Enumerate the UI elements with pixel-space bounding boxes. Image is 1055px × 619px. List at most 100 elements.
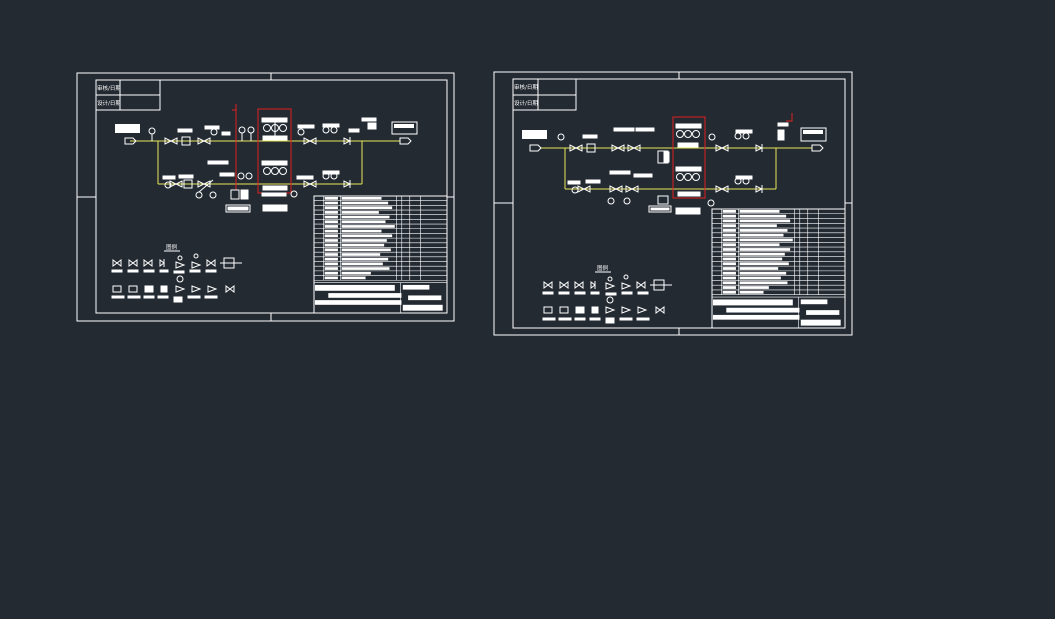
legend-block: 图例 bbox=[111, 243, 242, 303]
table-cell-text bbox=[324, 262, 338, 266]
drawing-sheet-2[interactable]: 审核/日期 设计/日期 bbox=[493, 71, 853, 336]
table-cell-text bbox=[324, 201, 338, 205]
table-cell-text bbox=[722, 224, 736, 228]
table-cell-text bbox=[739, 286, 769, 289]
outlet-label-text bbox=[803, 130, 823, 134]
inlet-arrow-icon bbox=[124, 137, 137, 145]
table-cell-text bbox=[722, 252, 736, 256]
title-block-text bbox=[315, 284, 395, 291]
table-cell-text bbox=[341, 243, 385, 247]
table-cell-text bbox=[739, 238, 793, 242]
table-cell-text bbox=[341, 206, 393, 210]
table-cell-text bbox=[324, 220, 338, 224]
table-cell-text bbox=[722, 262, 736, 266]
table-cell-text bbox=[722, 286, 736, 289]
table-cell-text bbox=[722, 276, 736, 280]
table-cell-text bbox=[722, 233, 736, 237]
metering-section-highlight bbox=[672, 116, 706, 199]
table-cell-text bbox=[324, 271, 338, 275]
inlet-arrow-icon bbox=[529, 144, 542, 152]
red-marker bbox=[786, 113, 793, 122]
table-cell-text bbox=[341, 276, 366, 280]
legend-title: 图例 bbox=[166, 243, 178, 251]
table-cell-text bbox=[739, 252, 785, 256]
table-cell-text bbox=[324, 229, 338, 233]
table-cell-text bbox=[739, 243, 780, 247]
inlet-label-box bbox=[522, 130, 547, 139]
table-cell-text bbox=[324, 276, 338, 280]
table-cell-text bbox=[739, 276, 781, 280]
table-cell-text bbox=[324, 243, 338, 247]
table-cell-text bbox=[722, 257, 736, 261]
approval-cell-review: 审核/日期 bbox=[97, 84, 121, 92]
table-cell-text bbox=[739, 210, 780, 213]
table-cell-text bbox=[739, 271, 787, 275]
table-cell-text bbox=[739, 262, 789, 266]
approval-block: 审核/日期 设计/日期 bbox=[512, 78, 577, 111]
title-block-text bbox=[328, 293, 402, 298]
table-cell-text bbox=[324, 215, 338, 219]
approval-cell-design: 设计/日期 bbox=[97, 99, 121, 107]
table-cell-text bbox=[341, 211, 379, 214]
table-cell-text bbox=[739, 257, 783, 261]
table-cell-text bbox=[739, 214, 787, 218]
table-cell-text bbox=[722, 214, 736, 218]
approval-cell-review: 审核/日期 bbox=[514, 83, 538, 91]
outlet-arrow-icon bbox=[811, 144, 824, 152]
title-block-text bbox=[402, 304, 443, 311]
table-cell-text bbox=[739, 281, 788, 285]
equipment-schedule-table bbox=[313, 195, 448, 314]
table-cell-text bbox=[341, 229, 382, 233]
table-cell-text bbox=[722, 229, 736, 232]
table-cell-text bbox=[739, 290, 764, 294]
table-cell-text bbox=[739, 233, 784, 237]
table-cell-text bbox=[324, 197, 338, 200]
table-cell-text bbox=[324, 206, 338, 210]
title-block-text bbox=[713, 299, 793, 306]
table-cell-text bbox=[739, 224, 777, 228]
title-block-text bbox=[315, 300, 402, 305]
sheet-inner-border bbox=[512, 78, 846, 329]
legend-title: 图例 bbox=[597, 264, 609, 272]
table-cell-text bbox=[341, 201, 389, 205]
table-cell-text bbox=[341, 271, 371, 275]
pipeline bbox=[540, 147, 812, 190]
outlet-label-box bbox=[391, 121, 418, 135]
table-cell-text bbox=[341, 197, 382, 200]
approval-cell-design: 设计/日期 bbox=[514, 99, 538, 107]
approval-block: 审核/日期 设计/日期 bbox=[95, 79, 161, 111]
table-cell-text bbox=[341, 234, 393, 238]
red-marker bbox=[232, 104, 237, 111]
sheet-outer-border bbox=[493, 71, 853, 336]
lower-run-components bbox=[567, 166, 764, 215]
lower-run-components bbox=[162, 160, 352, 213]
title-block-text bbox=[713, 314, 800, 320]
table-cell-text bbox=[341, 253, 381, 256]
title-block-text bbox=[402, 284, 430, 290]
table-cell-text bbox=[341, 262, 383, 266]
table-cell-text bbox=[739, 248, 791, 251]
upper-run-components bbox=[148, 117, 377, 146]
equipment-schedule-table bbox=[711, 208, 846, 329]
table-cell-text bbox=[722, 281, 736, 285]
table-cell-text bbox=[722, 210, 736, 213]
upper-run-components bbox=[557, 122, 789, 164]
table-cell-text bbox=[341, 225, 395, 228]
outlet-label-text bbox=[394, 124, 414, 128]
table-cell-text bbox=[324, 239, 338, 242]
title-block-text bbox=[800, 319, 841, 326]
table-cell-text bbox=[341, 267, 390, 270]
inlet-label-box bbox=[115, 124, 140, 133]
table-cell-text bbox=[722, 219, 736, 223]
table-cell-text bbox=[739, 219, 791, 223]
drawing-sheet-1[interactable]: 审核/日期 设计/日期 bbox=[76, 72, 455, 322]
table-cell-text bbox=[341, 220, 386, 224]
table-cell-text bbox=[722, 267, 736, 270]
table-cell-text bbox=[324, 253, 338, 256]
table-cell-text bbox=[341, 215, 390, 219]
table-cell-text bbox=[722, 243, 736, 247]
table-cell-text bbox=[324, 248, 338, 252]
table-cell-text bbox=[341, 239, 387, 242]
